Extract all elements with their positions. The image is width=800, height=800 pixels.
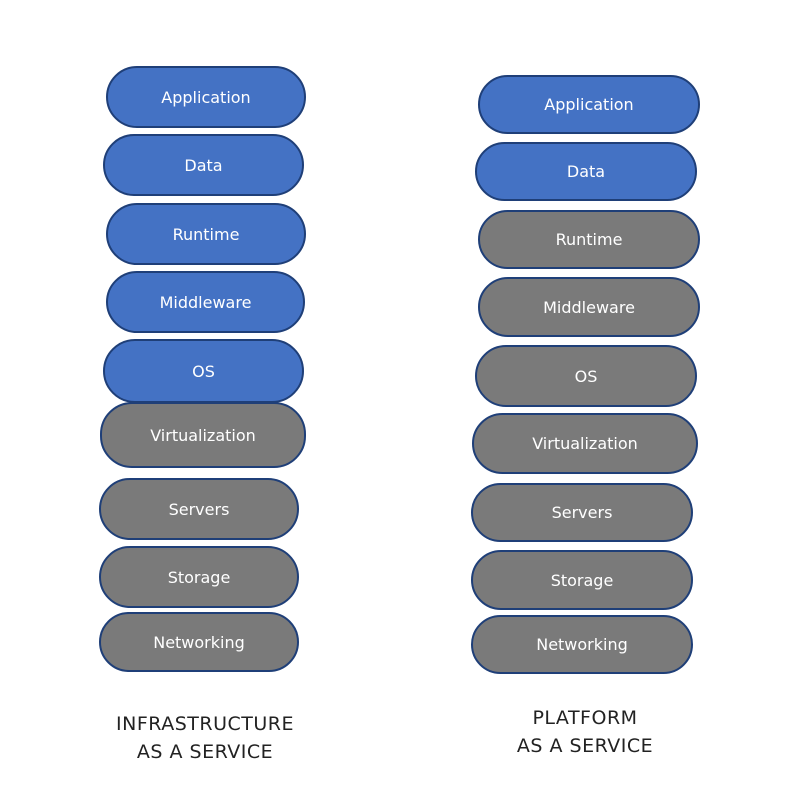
iaas-layer-os: OS xyxy=(103,339,304,403)
iaas-layer-middleware: Middleware xyxy=(106,271,305,333)
iaas-layer-servers: Servers xyxy=(99,478,299,540)
iaas-layer-label: Virtualization xyxy=(150,425,256,445)
iaas-layer-label: Middleware xyxy=(159,292,252,312)
iaas-layer-label: Networking xyxy=(153,632,245,652)
paas-caption-line1: PLATFORM xyxy=(532,707,638,729)
iaas-caption-line2: AS A SERVICE xyxy=(136,741,274,763)
paas-layer-label: Middleware xyxy=(543,297,635,317)
paas-layer-label: Storage xyxy=(550,570,614,590)
iaas-layer-label: Storage xyxy=(167,567,231,587)
paas-layer-networking: Networking xyxy=(471,615,693,674)
iaas-layer-data: Data xyxy=(103,134,304,196)
paas-layer-label: Runtime xyxy=(555,230,623,249)
paas-caption-line2: AS A SERVICE xyxy=(516,735,654,757)
iaas-layer-networking: Networking xyxy=(99,612,299,672)
paas-layer-runtime: Runtime xyxy=(478,210,700,269)
iaas-layer-application: Application xyxy=(106,66,306,128)
iaas-layer-label: Runtime xyxy=(172,224,240,244)
paas-layer-os: OS xyxy=(475,345,697,407)
paas-caption: PLATFORM AS A SERVICE xyxy=(465,704,705,760)
iaas-caption: INFRASTRUCTURE AS A SERVICE xyxy=(90,710,320,766)
paas-layer-storage: Storage xyxy=(471,550,693,610)
iaas-layer-virtualization: Virtualization xyxy=(100,402,306,468)
paas-layer-label: Data xyxy=(566,162,606,181)
paas-layer-data: Data xyxy=(475,142,697,201)
paas-layer-virtualization: Virtualization xyxy=(472,413,698,474)
iaas-caption-line1: INFRASTRUCTURE xyxy=(116,713,294,735)
paas-layer-label: Servers xyxy=(551,503,613,522)
paas-layer-servers: Servers xyxy=(471,483,693,542)
iaas-layer-runtime: Runtime xyxy=(106,203,306,265)
iaas-layer-label: OS xyxy=(192,361,215,381)
iaas-layer-label: Application xyxy=(161,87,251,107)
iaas-layer-label: Data xyxy=(184,155,223,175)
paas-layer-label: Networking xyxy=(536,635,628,654)
iaas-layer-label: Servers xyxy=(168,499,230,519)
paas-layer-label: Application xyxy=(544,95,634,114)
paas-layer-label: OS xyxy=(574,366,598,386)
paas-layer-middleware: Middleware xyxy=(478,277,700,337)
iaas-layer-storage: Storage xyxy=(99,546,299,608)
paas-layer-application: Application xyxy=(478,75,700,134)
paas-layer-label: Virtualization xyxy=(532,434,638,453)
